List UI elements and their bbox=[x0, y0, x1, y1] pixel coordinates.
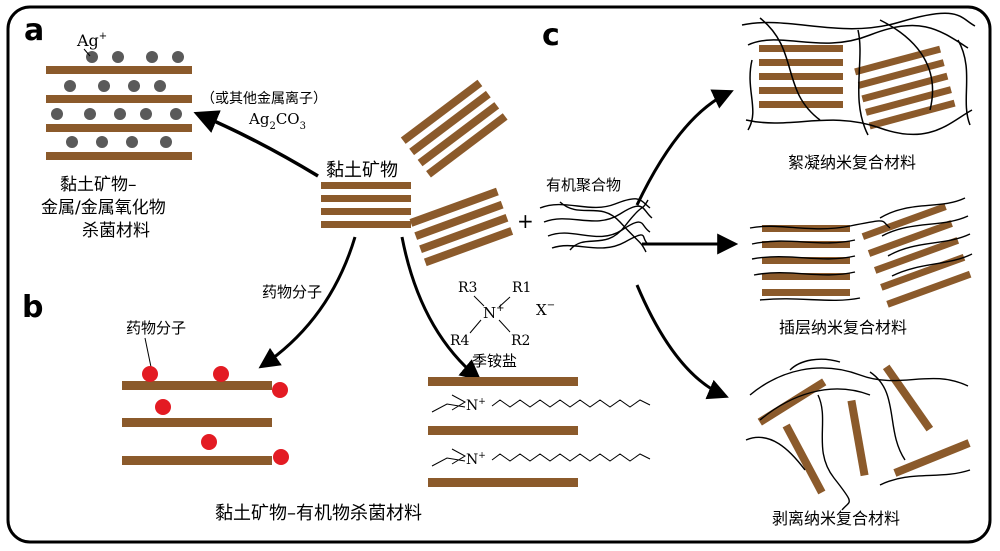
arrow-to-exfoliated bbox=[635, 284, 729, 400]
panel-a-title-line3: 杀菌材料 bbox=[82, 221, 150, 241]
plus-sign: + bbox=[517, 209, 534, 233]
panel-a-title-line2: 金属/金属氧化物 bbox=[41, 198, 166, 218]
flocculated-nanocomposite bbox=[741, 12, 976, 136]
arrow-to-drug-clay bbox=[258, 236, 357, 369]
panel-label-c: c bbox=[542, 18, 560, 53]
tilted-clay-stack-top bbox=[400, 79, 508, 178]
ag-ion-pointer bbox=[83, 48, 91, 57]
svg-text:X−: X− bbox=[536, 300, 555, 319]
svg-text:R3: R3 bbox=[458, 280, 477, 296]
reagent-other-ions: （或其他金属离子） bbox=[201, 90, 327, 107]
arrow-drug-label: 药物分子 bbox=[262, 283, 322, 301]
exfoliated-label: 剥离纳米复合材料 bbox=[772, 509, 900, 528]
quat-salt-label: 季铵盐 bbox=[472, 352, 517, 370]
svg-text:R1: R1 bbox=[512, 280, 531, 296]
polymer-chains bbox=[539, 198, 653, 253]
svg-text:N+: N+ bbox=[466, 397, 486, 414]
ag-intercalated-clay bbox=[46, 51, 192, 160]
ag-ion-label: Ag+ bbox=[76, 31, 107, 50]
polymer-label: 有机聚合物 bbox=[546, 176, 621, 194]
tilted-clay-stack-bottom bbox=[409, 187, 514, 267]
center-clay-label: 黏土矿物 bbox=[326, 160, 398, 181]
quaternary-ammonium-structure: R3 R1 N+ R4 R2 X− bbox=[450, 280, 555, 349]
panel-b-title: 黏土矿物–有机物杀菌材料 bbox=[215, 503, 422, 524]
svg-text:R4: R4 bbox=[450, 333, 470, 349]
exfoliated-nanocomposite bbox=[745, 358, 971, 511]
quat-intercalated-clay: N+ N+ bbox=[428, 377, 651, 487]
panel-label-b: b bbox=[22, 290, 43, 325]
reagent-formula: Ag2CO3 bbox=[248, 110, 306, 132]
drug-intercalated-clay bbox=[122, 366, 289, 465]
svg-text:R2: R2 bbox=[511, 333, 530, 349]
arrow-to-quat-clay bbox=[400, 236, 482, 381]
flocculated-label: 絮凝纳米复合材料 bbox=[788, 153, 916, 172]
arrow-to-flocculated bbox=[635, 89, 734, 206]
panel-a-title-line1: 黏土矿物– bbox=[60, 175, 137, 195]
arrow-to-panel-a bbox=[193, 110, 319, 178]
panel-label-a: a bbox=[24, 13, 44, 48]
center-clay-stack bbox=[321, 182, 411, 228]
intercalated-nanocomposite bbox=[749, 197, 973, 308]
drug-molecule-label: 药物分子 bbox=[126, 319, 186, 337]
drug-label-pointer bbox=[144, 337, 152, 368]
svg-text:N+: N+ bbox=[483, 303, 505, 322]
intercalated-label: 插层纳米复合材料 bbox=[779, 318, 907, 337]
svg-text:N+: N+ bbox=[466, 451, 486, 468]
